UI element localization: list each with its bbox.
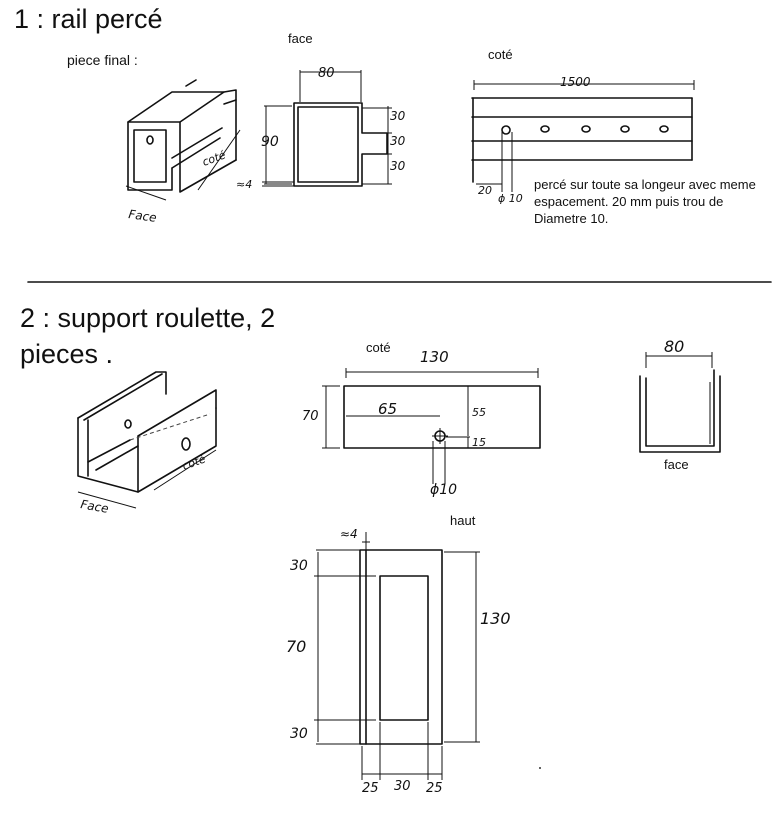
side-length-dim: 1500 <box>560 75 591 89</box>
support-top-view: 30 70 30 ≈4 130 25 30 25 <box>286 527 541 796</box>
support-d55-dim: 55 <box>472 406 486 419</box>
support-height-dim: 70 <box>302 409 319 424</box>
top-width-25-right: 25 <box>426 781 443 796</box>
top-thickness-dim: ≈4 <box>340 527 358 541</box>
face-width-dim: 80 <box>318 66 335 81</box>
section2-title-line2: pieces . <box>20 339 114 369</box>
face-slot2-dim: 30 <box>390 134 406 148</box>
support-face-view-label: face <box>664 457 689 472</box>
face-slot1-dim: 30 <box>390 109 406 123</box>
side-offset-dim: 20 <box>478 184 492 197</box>
support-d15-dim: 15 <box>472 436 486 449</box>
rail-face-view: 80 90 30 30 30 ≈4 <box>236 66 406 191</box>
face-height-dim: 90 <box>261 134 279 150</box>
top-dim-70: 70 <box>286 637 306 656</box>
support-length-dim: 130 <box>420 348 449 366</box>
section1-title: 1 : rail percé <box>14 4 163 34</box>
support-face-view: 80 <box>639 337 721 453</box>
top-dim-30-top: 30 <box>290 558 308 574</box>
side-view-label: coté <box>488 47 513 62</box>
support-hole-dim: ϕ10 <box>430 482 457 498</box>
support-iso-cote-label: coté <box>181 452 208 472</box>
face-thickness-dim: ≈4 <box>236 178 252 191</box>
support-hole-x-dim: 65 <box>378 400 397 418</box>
piece-final-label: piece final : <box>67 52 138 68</box>
top-width-25-left: 25 <box>362 781 379 796</box>
support-face-width-dim: 80 <box>664 337 684 356</box>
support-isometric-sketch: Face coté <box>77 371 217 516</box>
top-width-30: 30 <box>394 779 411 794</box>
side-hole-dim: ϕ 10 <box>498 192 523 205</box>
stray-dot <box>539 767 541 769</box>
rail-isometric-sketch: Face coté <box>125 79 241 225</box>
face-slot3-dim: 30 <box>390 159 406 173</box>
support-side-view-label: coté <box>366 340 391 355</box>
top-dim-30-bottom: 30 <box>290 726 308 742</box>
support-iso-face-label: Face <box>79 497 109 516</box>
support-side-view: 130 70 65 55 15 ϕ10 <box>302 348 541 498</box>
top-length-dim: 130 <box>480 609 511 628</box>
drilling-note: percé sur toute sa longeur avec meme esp… <box>534 177 756 226</box>
support-top-view-label: haut <box>450 513 476 528</box>
face-view-label: face <box>288 31 313 46</box>
iso-face-label: Face <box>128 207 158 225</box>
section2-title-line1: 2 : support roulette, 2 <box>20 303 276 333</box>
rail-side-view: 1500 20 ϕ 10 <box>471 75 695 205</box>
iso-cote-label: coté <box>201 148 228 168</box>
